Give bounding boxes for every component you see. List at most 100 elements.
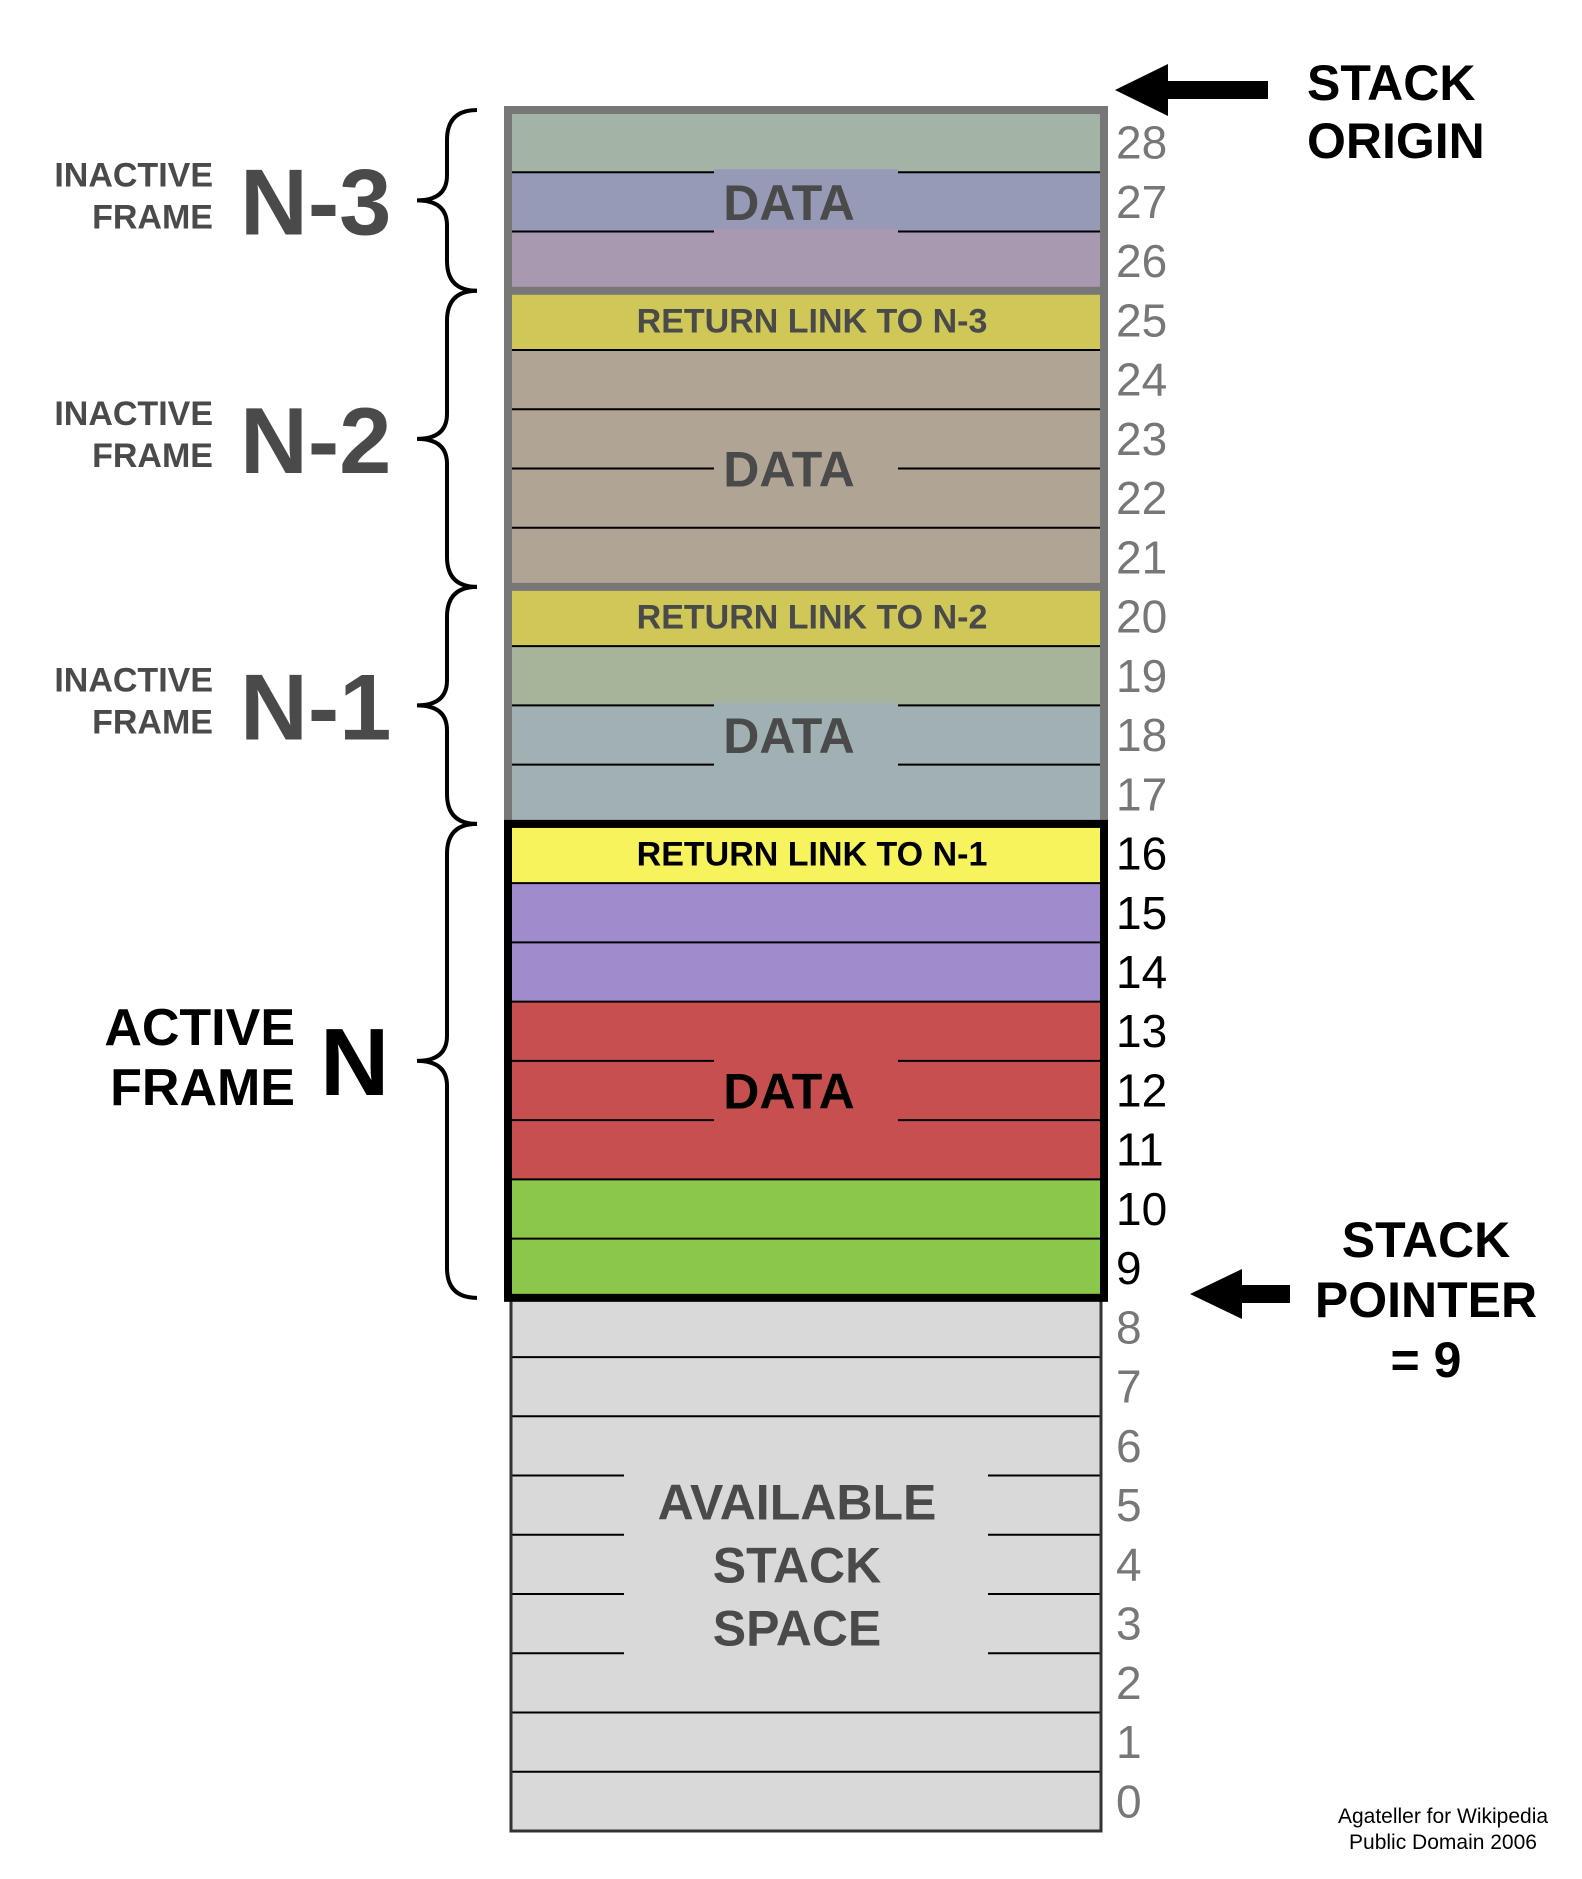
slot-index-11: 11 <box>1116 1124 1164 1176</box>
n2-data-label: DATA <box>723 441 854 497</box>
label-gap <box>714 465 898 472</box>
stack-slot-1 <box>511 1712 1101 1772</box>
label-gap <box>714 169 898 176</box>
stack-slot-23 <box>511 409 1101 469</box>
frame-n1-state-line1: INACTIVE <box>54 661 213 699</box>
stack-slot-3 <box>511 1594 1101 1654</box>
credit: Agateller for Wikipedia Public Domain 20… <box>1338 1805 1548 1854</box>
slot-index-12: 12 <box>1116 1064 1167 1116</box>
stack-origin-marker: STACK ORIGIN <box>1115 55 1485 169</box>
stack-slot-24 <box>511 349 1101 410</box>
frame-n-state-line2: FRAME <box>110 1059 295 1117</box>
frame-n1-name: N-1 <box>240 654 391 759</box>
slot-index-13: 13 <box>1116 1005 1167 1057</box>
frame-n2-name: N-2 <box>240 388 391 493</box>
stack-origin-arrow-icon <box>1115 64 1268 116</box>
slot-index-9: 9 <box>1116 1242 1142 1294</box>
stack-slot-18 <box>511 705 1101 765</box>
n1-data-label: DATA <box>723 708 854 764</box>
label-gap <box>714 228 898 235</box>
stack-pointer-marker: STACK POINTER = 9 <box>1190 1212 1537 1388</box>
slot-index-18: 18 <box>1116 709 1167 761</box>
slot-index-5: 5 <box>1116 1479 1142 1531</box>
stack-slot-25 <box>511 290 1101 350</box>
slot-index-7: 7 <box>1116 1361 1142 1413</box>
stack-slot-28 <box>511 113 1101 173</box>
stack-slot-27 <box>511 172 1101 232</box>
stack-slot-17 <box>511 764 1101 824</box>
label-gap <box>714 1057 898 1064</box>
stack-pointer-arrow-icon <box>1190 1269 1290 1319</box>
frame-braces <box>416 108 478 1300</box>
slot-index-26: 26 <box>1116 235 1167 287</box>
stack-pointer-label-line1: STACK <box>1342 1212 1511 1268</box>
frame-n2-state-line1: INACTIVE <box>54 395 213 433</box>
stack-slot-4 <box>511 1534 1101 1595</box>
slot-index-27: 27 <box>1116 176 1167 228</box>
stack-slot-26 <box>511 231 1101 291</box>
credit-line1: Agateller for Wikipedia <box>1338 1805 1548 1828</box>
brace-n2 <box>416 288 478 589</box>
stack-slot-0 <box>511 1771 1101 1831</box>
stack-slots <box>511 113 1101 1833</box>
slot-index-23: 23 <box>1116 413 1167 465</box>
slot-index-4: 4 <box>1116 1538 1142 1590</box>
slot-index-20: 20 <box>1116 591 1167 643</box>
frame-n-state-line1: ACTIVE <box>104 999 295 1057</box>
stack-slot-10 <box>511 1179 1101 1239</box>
stack-slot-15 <box>511 883 1101 943</box>
label-gap <box>714 1117 898 1124</box>
slot-index-2: 2 <box>1116 1657 1142 1709</box>
frame-n1-state-line2: FRAME <box>92 703 213 741</box>
stack-origin-label-line2: ORIGIN <box>1307 113 1485 169</box>
stack-slot-13 <box>511 1001 1101 1061</box>
slot-index-15: 15 <box>1116 887 1167 939</box>
available-label-line3: SPACE <box>713 1600 882 1656</box>
frame-n-name: N <box>320 1009 389 1116</box>
frame-n3-state-line2: FRAME <box>92 198 213 236</box>
slot-index-24: 24 <box>1116 354 1167 406</box>
stack-slot-9 <box>511 1238 1101 1298</box>
region-labels: DATA DATA DATA DATA AVAILABLE STACK SPACE <box>624 169 988 1656</box>
slot-index-19: 19 <box>1116 650 1167 702</box>
slot-index-3: 3 <box>1116 1598 1142 1650</box>
stack-slot-11 <box>511 1120 1101 1180</box>
slot-index-1: 1 <box>1116 1716 1142 1768</box>
slot-index-28: 28 <box>1116 117 1167 169</box>
brace-n <box>416 821 478 1300</box>
frame-n3-name: N-3 <box>240 149 391 254</box>
slot-index-labels: 2827262524232221201918171615141312111098… <box>1116 117 1167 1828</box>
stack-slot-19 <box>511 646 1101 706</box>
slot-index-0: 0 <box>1116 1775 1142 1827</box>
slot-index-16: 16 <box>1116 828 1167 880</box>
label-gap <box>624 1531 988 1538</box>
stack-slot-21 <box>511 527 1101 587</box>
stack-slot-2 <box>511 1653 1101 1713</box>
n-data-label: DATA <box>723 1063 854 1119</box>
label-gap <box>624 1591 988 1598</box>
active-frame-border <box>504 819 1108 1302</box>
stack-slot-7 <box>511 1357 1101 1417</box>
label-gap <box>714 702 898 709</box>
brace-n1 <box>416 584 478 826</box>
available-label-line1: AVAILABLE <box>658 1474 937 1530</box>
slot-index-10: 10 <box>1116 1183 1167 1235</box>
label-gap <box>624 1650 988 1657</box>
n3-data-label: DATA <box>723 175 854 231</box>
stack-slot-5 <box>511 1475 1101 1535</box>
frame-n3-state-line1: INACTIVE <box>54 156 213 194</box>
label-gap <box>624 1472 988 1479</box>
stack-origin-label-line1: STACK <box>1307 55 1476 111</box>
stack-slot-22 <box>511 468 1101 528</box>
brace-n3 <box>416 108 478 293</box>
slot-index-6: 6 <box>1116 1420 1142 1472</box>
stack-pointer-label-line2: POINTER <box>1315 1272 1537 1328</box>
frame-n2-state-line2: FRAME <box>92 437 213 475</box>
available-label-line2: STACK <box>713 1537 882 1593</box>
stack-slot-8 <box>511 1297 1101 1358</box>
stack-slot-6 <box>511 1416 1101 1476</box>
return-link-label-16: RETURN LINK TO N-1 <box>637 836 988 874</box>
